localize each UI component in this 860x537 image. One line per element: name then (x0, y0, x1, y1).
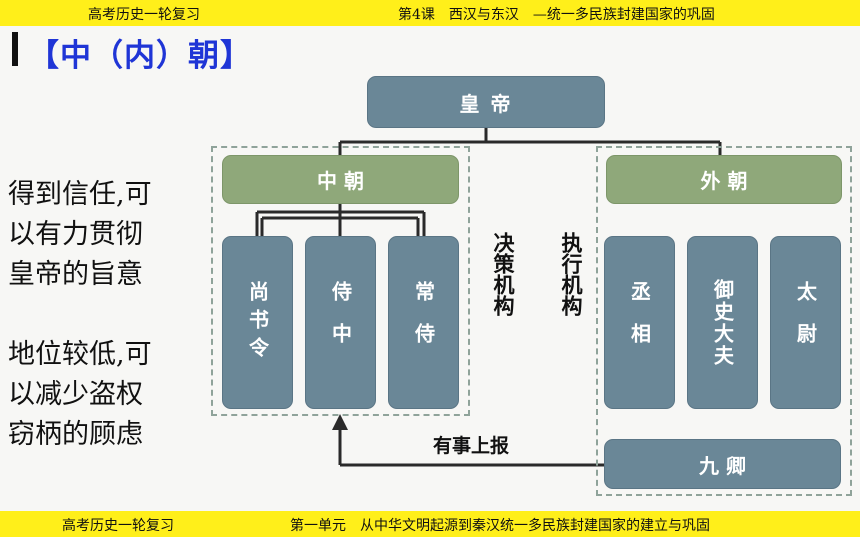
inner-court-box: 中 朝 (222, 155, 459, 204)
office-taiwei: 太尉 (770, 236, 841, 409)
note-block-trust: 得到信任,可 以有力贯彻 皇帝的旨意 (8, 175, 152, 295)
office-label: 御史大夫 (710, 278, 735, 367)
office-shizhong: 侍中 (305, 236, 376, 409)
report-label: 有事上报 (433, 435, 510, 457)
note-line: 窃柄的顾虑 (8, 419, 143, 450)
outer-court-box: 外 朝 (606, 155, 842, 204)
note-line: 地位较低,可 (8, 339, 152, 370)
note-line: 得到信任,可 (8, 179, 152, 210)
decision-label: 决策机构 (491, 232, 515, 316)
note-line: 以减少盗权 (8, 379, 143, 410)
footer-left-text: 高考历史一轮复习 (62, 518, 174, 534)
header-left-text: 高考历史一轮复习 (88, 7, 200, 23)
footer-bar: 高考历史一轮复习 第一单元 从中华文明起源到秦汉统一多民族封建国家的建立与巩固 (0, 511, 860, 537)
note-line: 以有力贯彻 (8, 219, 143, 250)
inner-court-group (211, 146, 470, 416)
office-changshi: 常侍 (388, 236, 459, 409)
note-line: 皇帝的旨意 (8, 259, 143, 290)
header-bar: 高考历史一轮复习 第4课 西汉与东汉 —统一多民族封建国家的巩固 (0, 0, 860, 26)
footer-right-text: 第一单元 从中华文明起源到秦汉统一多民族封建国家的建立与巩固 (290, 518, 710, 534)
office-chengxiang: 丞相 (604, 236, 675, 409)
title-marker (12, 32, 18, 66)
office-yushidafu: 御史大夫 (687, 236, 758, 409)
outer-court-group (596, 146, 852, 496)
slide-title: 【中（内）朝】 (28, 38, 252, 74)
emperor-box: 皇 帝 (367, 76, 605, 128)
execution-label: 执行机构 (559, 232, 583, 316)
header-right-text: 第4课 西汉与东汉 —统一多民族封建国家的巩固 (398, 7, 715, 23)
office-label: 尚书令 (245, 280, 270, 365)
office-shangshuling: 尚书令 (222, 236, 293, 409)
office-label: 丞相 (627, 280, 652, 365)
office-label: 太尉 (793, 280, 818, 365)
office-label: 侍中 (328, 280, 353, 365)
office-label: 常侍 (411, 280, 436, 365)
note-block-status: 地位较低,可 以减少盗权 窃柄的顾虑 (8, 335, 152, 455)
nine-ministers-box: 九 卿 (604, 439, 841, 489)
